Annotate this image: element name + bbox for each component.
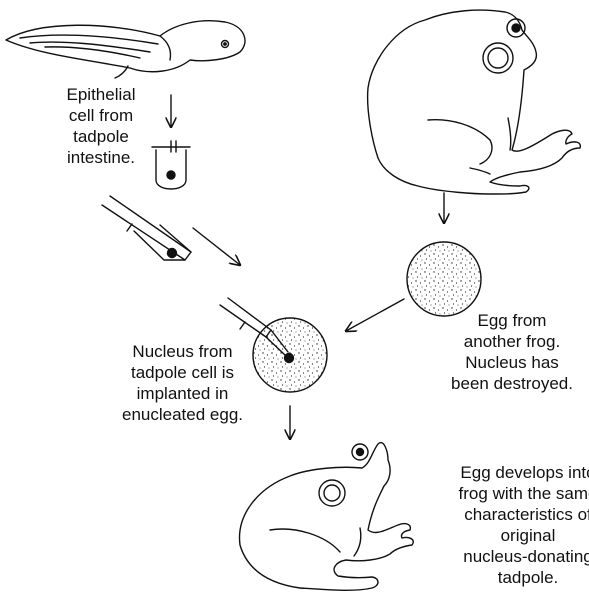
- label-line: tadpole cell is: [100, 362, 265, 383]
- label-line: Epithelial: [26, 84, 176, 105]
- label-line: frog with the same: [458, 483, 589, 504]
- label-line: tadpole.: [458, 567, 589, 588]
- epithelial-cell-label: Epithelial cell from tadpole intestine.: [26, 84, 176, 168]
- label-line: Egg develops into: [458, 462, 589, 483]
- donor-frog-illustration: [368, 10, 581, 194]
- label-line: been destroyed.: [432, 373, 589, 394]
- tadpole-illustration: [6, 21, 245, 78]
- arrow-pipette-to-egg: [193, 228, 240, 265]
- label-line: Nucleus has: [432, 352, 589, 373]
- label-line: Egg from: [432, 310, 589, 331]
- nucleus-transfer-label: Nucleus from tadpole cell is implanted i…: [100, 341, 265, 425]
- label-line: another frog.: [432, 331, 589, 352]
- label-line: nucleus-donating: [458, 546, 589, 567]
- label-line: enucleated egg.: [100, 404, 265, 425]
- label-line: intestine.: [26, 147, 176, 168]
- label-line: original: [458, 525, 589, 546]
- pipette-illustration: [102, 196, 191, 260]
- label-line: implanted in: [100, 383, 265, 404]
- label-line: cell from: [26, 105, 176, 126]
- donor-egg-label: Egg from another frog. Nucleus has been …: [432, 310, 589, 394]
- donor-egg-illustration: [407, 242, 481, 316]
- label-line: tadpole: [26, 126, 176, 147]
- arrow-egg-to-injection: [346, 299, 404, 331]
- label-line: Nucleus from: [100, 341, 265, 362]
- egg-develops-label: Egg develops into frog with the same cha…: [458, 462, 589, 588]
- label-line: characteristics of: [458, 504, 589, 525]
- cloned-frog-illustration: [240, 443, 414, 591]
